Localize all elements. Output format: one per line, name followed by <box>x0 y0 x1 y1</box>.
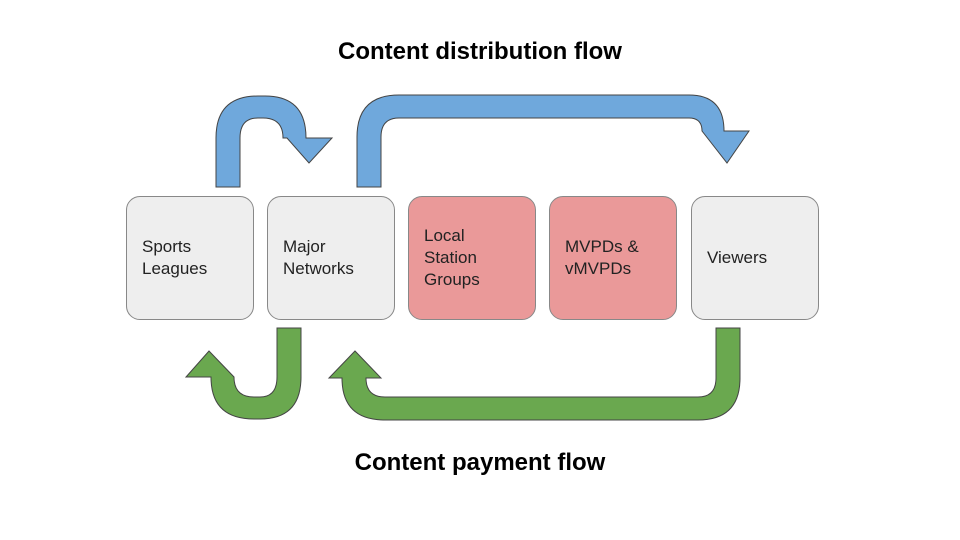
node-label: Local Station Groups <box>424 226 480 289</box>
payment-flow-title: Content payment flow <box>354 449 606 476</box>
node-local-station-groups: Local Station Groups <box>408 196 536 320</box>
node-label: MVPDs & vMVPDs <box>565 237 639 278</box>
distribution-arrow-networks-to-viewers <box>356 94 750 188</box>
node-major-networks: Major Networks <box>267 196 395 320</box>
distribution-arrow-sports-to-networks <box>215 95 334 188</box>
distribution-flow-title: Content distribution flow <box>338 38 622 65</box>
node-viewers: Viewers <box>691 196 819 320</box>
node-label: Viewers <box>707 248 768 267</box>
node-label: Major Networks <box>283 237 354 278</box>
node-label: Sports Leagues <box>142 237 208 278</box>
node-mvpds: MVPDs & vMVPDs <box>549 196 677 320</box>
payment-arrow-networks-to-sports <box>184 327 302 420</box>
node-sports-leagues: Sports Leagues <box>126 196 254 320</box>
payment-arrow-viewers-to-networks <box>327 327 741 421</box>
